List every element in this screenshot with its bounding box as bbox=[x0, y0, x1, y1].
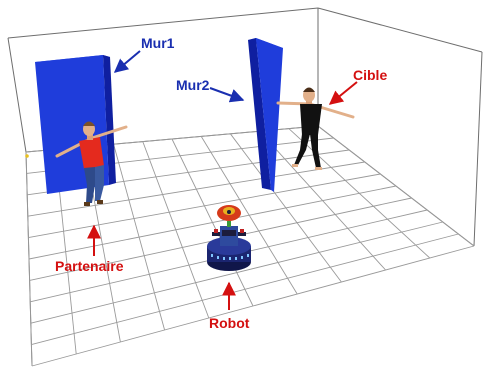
annotation-arrows bbox=[87, 50, 358, 310]
floor-grid-line bbox=[288, 128, 431, 259]
floor-grid-line bbox=[230, 133, 342, 283]
floor-grid-line bbox=[317, 125, 475, 247]
floor-grid-line bbox=[200, 136, 298, 295]
partner-figure bbox=[55, 121, 128, 206]
cible-arrow bbox=[328, 81, 358, 105]
floor-grid-line bbox=[31, 233, 459, 346]
robot bbox=[207, 205, 251, 271]
origin-marker bbox=[25, 154, 29, 158]
floor-grid-line bbox=[30, 221, 443, 324]
robot-label: Robot bbox=[209, 315, 250, 331]
floor-grid-line bbox=[171, 138, 254, 307]
mur1-arrow bbox=[113, 50, 141, 73]
target-figure bbox=[276, 87, 355, 170]
wall-mur2 bbox=[248, 38, 283, 192]
mur1-label: Mur1 bbox=[141, 35, 175, 51]
floor-grid-line bbox=[259, 130, 386, 271]
cible-label: Cible bbox=[353, 67, 387, 83]
floor-grid-line bbox=[31, 245, 475, 367]
mur2-label: Mur2 bbox=[176, 77, 210, 93]
partenaire-label: Partenaire bbox=[55, 258, 124, 274]
mur2-arrow bbox=[209, 87, 245, 103]
